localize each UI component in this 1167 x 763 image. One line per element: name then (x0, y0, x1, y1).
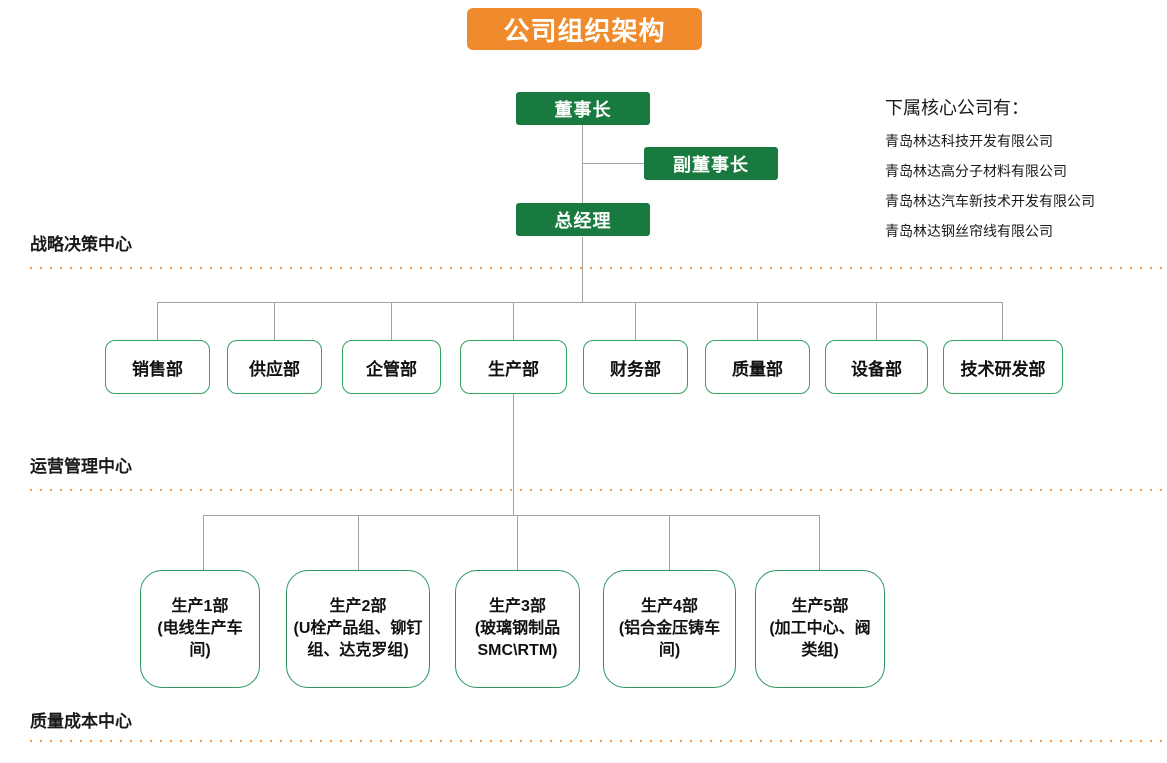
subsidiary-item: 青岛林达钢丝帘线有限公司 (885, 223, 1053, 239)
page-title: 公司组织架构 (503, 15, 666, 46)
general-manager-box: 总经理 (516, 203, 650, 236)
connector-line (635, 302, 636, 340)
dept-box-sales: 销售部 (105, 340, 210, 394)
dept-box-production: 生产部 (460, 340, 567, 394)
dotted-divider (30, 740, 1167, 742)
prod-title: 生产2部 (329, 598, 387, 615)
page-title-banner: 公司组织架构 (467, 8, 702, 50)
vice-chairman-box: 副董事长 (644, 147, 778, 180)
connector-line (157, 302, 158, 340)
subsidiary-item: 青岛林达科技开发有限公司 (885, 133, 1053, 149)
prod-title: 生产3部 (489, 598, 546, 615)
dept-box-equipment: 设备部 (825, 340, 928, 394)
dept-label: 质量部 (732, 359, 783, 379)
dotted-divider (30, 267, 1167, 269)
connector-line (513, 302, 514, 340)
prod-title: 生产5部 (791, 598, 849, 615)
center-label-quality-cost: 质量成本中心 (30, 712, 132, 731)
dept-box-enterprise-management: 企管部 (342, 340, 441, 394)
vice-chairman-label: 副董事长 (673, 154, 749, 175)
connector-line (819, 515, 820, 570)
subsidiary-item: 青岛林达高分子材料有限公司 (885, 163, 1067, 179)
dept-box-supply: 供应部 (227, 340, 322, 394)
chairman-label: 董事长 (554, 99, 612, 120)
dept-label: 企管部 (366, 359, 417, 379)
prod-detail: (玻璃钢制品SMC\RTM) (474, 620, 561, 659)
prod-box-4: 生产4部 (铝合金压铸车间) (603, 570, 736, 688)
dept-label: 技术研发部 (960, 359, 1046, 379)
dotted-divider (30, 489, 1167, 491)
prod-detail: (铝合金压铸车间) (618, 620, 721, 659)
subsidiary-item: 青岛林达汽车新技术开发有限公司 (885, 193, 1095, 209)
connector-line (1002, 302, 1003, 340)
connector-line (513, 394, 514, 515)
prod-detail: (电线生产车间) (157, 620, 243, 659)
center-label-strategy: 战略决策中心 (30, 235, 132, 254)
connector-line (876, 302, 877, 340)
connector-line (582, 163, 644, 164)
connector-line (358, 515, 359, 570)
prod-box-2: 生产2部 (U栓产品组、铆钉组、达克罗组) (286, 570, 430, 688)
dept-box-rnd: 技术研发部 (943, 340, 1063, 394)
connector-line (582, 125, 583, 203)
connector-line (582, 237, 583, 302)
prod-title: 生产4部 (641, 598, 698, 615)
connector-line (203, 515, 820, 516)
dept-label: 设备部 (851, 359, 902, 379)
connector-line (517, 515, 518, 570)
dept-label: 财务部 (610, 359, 661, 379)
prod-detail: (加工中心、阀类组) (769, 620, 871, 659)
dept-label: 销售部 (132, 359, 183, 379)
connector-line (157, 302, 1003, 303)
center-label-operations: 运营管理中心 (30, 457, 132, 476)
connector-line (391, 302, 392, 340)
connector-line (669, 515, 670, 570)
prod-detail: (U栓产品组、铆钉组、达克罗组) (293, 620, 423, 659)
dept-box-finance: 财务部 (583, 340, 688, 394)
connector-line (203, 515, 204, 570)
dept-label: 生产部 (488, 359, 539, 379)
general-manager-label: 总经理 (554, 210, 612, 231)
prod-box-5: 生产5部 (加工中心、阀类组) (755, 570, 885, 688)
subsidiaries-heading: 下属核心公司有： (885, 98, 1029, 118)
chairman-box: 董事长 (516, 92, 650, 125)
dept-label: 供应部 (249, 359, 300, 379)
dept-box-quality: 质量部 (705, 340, 810, 394)
prod-box-3: 生产3部 (玻璃钢制品SMC\RTM) (455, 570, 580, 688)
connector-line (274, 302, 275, 340)
prod-box-1: 生产1部 (电线生产车间) (140, 570, 260, 688)
prod-title: 生产1部 (171, 598, 229, 615)
connector-line (757, 302, 758, 340)
